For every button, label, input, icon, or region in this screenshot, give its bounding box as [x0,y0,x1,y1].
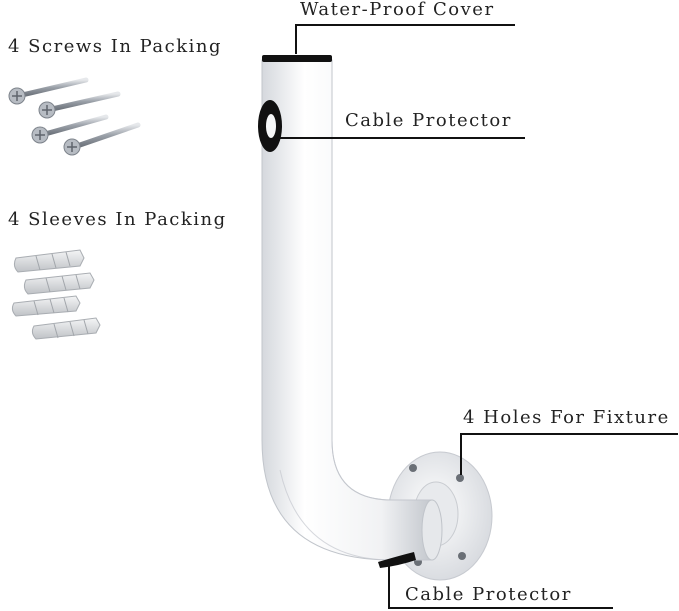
sleeve-3 [11,295,81,317]
callout-line-cable-bottom-h [388,607,613,609]
label-water-proof-cover: Water-Proof Cover [300,0,495,20]
fixture-hole-2 [456,474,464,482]
screw-1 [8,77,89,105]
fixture-hole-4 [458,552,466,560]
sleeves-group [11,249,101,340]
screw-3 [31,114,109,144]
screws-group [8,77,141,156]
label-sleeves: 4 Sleeves In Packing [8,209,227,230]
callout-line-cable-bottom-v [388,566,390,608]
screw-4 [63,122,141,156]
water-proof-cover [262,55,332,62]
cable-protector-bottom [378,552,416,568]
sleeve-4 [31,317,101,340]
callout-line-cable-top [280,137,525,139]
label-cable-protector-bottom: Cable Protector [405,584,572,605]
callout-line-cover-v [295,24,297,54]
label-holes: 4 Holes For Fixture [463,407,670,428]
callout-line-holes-v [460,433,462,475]
screw-2 [38,91,121,119]
fixture-hole-1 [409,464,417,472]
sleeve-1 [13,249,85,273]
label-cable-protector-top: Cable Protector [345,110,512,131]
label-screws: 4 Screws In Packing [8,36,223,57]
sleeve-2 [23,272,95,295]
callout-line-cover-h [295,24,515,26]
cable-protector-top [258,100,282,152]
callout-line-holes-h [460,433,678,435]
